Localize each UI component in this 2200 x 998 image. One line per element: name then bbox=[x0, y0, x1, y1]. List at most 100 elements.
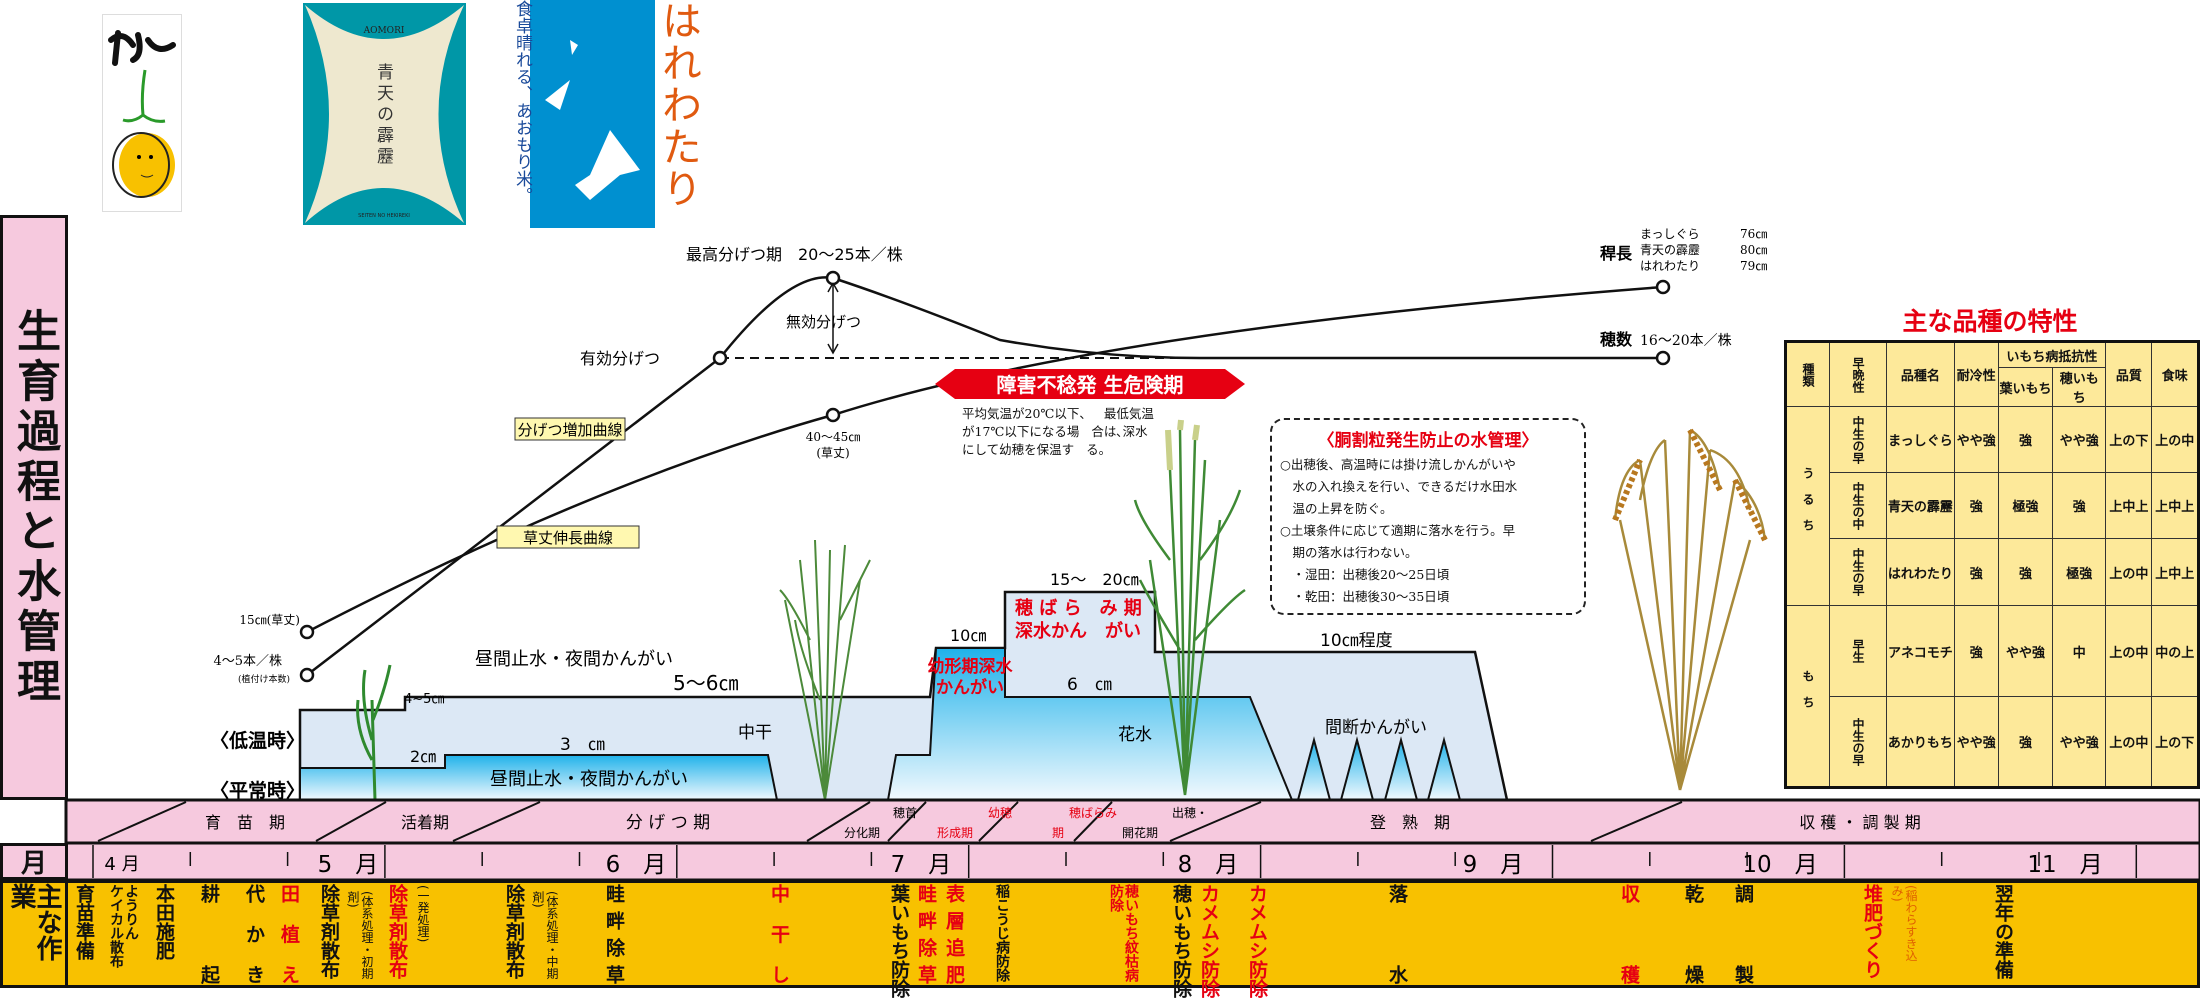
stage-neck-formation: 穂首 bbox=[893, 806, 917, 820]
start-plants-note: (植付け本数) bbox=[238, 673, 290, 685]
crack-box-line: ・乾田：出穂後30〜35日頃 bbox=[1280, 589, 1450, 604]
header-type: 種類 bbox=[1785, 341, 1830, 407]
cell: 上の中 bbox=[2105, 605, 2153, 697]
depth-label: 3 ㎝ bbox=[560, 735, 605, 755]
mid-height-label: 40〜45㎝ bbox=[806, 430, 861, 444]
task-note: (一発処理) bbox=[416, 885, 430, 943]
header-name: 品種名 bbox=[1886, 341, 1955, 407]
cell: 極強 bbox=[1997, 472, 2054, 539]
cell: 早生 bbox=[1829, 605, 1887, 697]
culm-length-point bbox=[1655, 279, 1671, 295]
depth-label: 10㎝ bbox=[950, 626, 986, 645]
low-temp-label: 〈低温時〉 bbox=[210, 729, 305, 752]
table-row: うるち 中生の早まっしぐらやや強強やや強上の下上の中 bbox=[1785, 406, 2199, 606]
note-line: 平均気温が20℃以下、 bbox=[962, 406, 1092, 421]
note-line: る。 bbox=[1086, 442, 1112, 457]
table-row: 中生の早はれわたり強強極強上の中上中上 bbox=[1786, 538, 2199, 606]
task-note: (体系処理・初期剤) bbox=[346, 891, 374, 980]
main-tasks-row: 育苗準備 ようりん ケイカル散布 本田施肥 耕起 代かき 田植え 除草剤散布 (… bbox=[65, 880, 2200, 998]
cell: 中の上 bbox=[2151, 605, 2199, 697]
stage-booting: 穂ばらみ bbox=[1069, 806, 1117, 820]
culm-variety-value: 76㎝ bbox=[1740, 227, 1767, 241]
stage-tillering: 分 げ つ 期 bbox=[626, 813, 710, 833]
normal-irrigation-label: 昼間止水・夜間かんがい bbox=[490, 769, 688, 790]
cell: 中生の中 bbox=[1829, 472, 1887, 539]
height-curve-label: 草丈伸長曲線 bbox=[523, 529, 613, 547]
stage-young-ear: 期 bbox=[1052, 826, 1064, 840]
crack-box-line: 温の上昇を防ぐ。 bbox=[1280, 501, 1393, 516]
cell: 中 bbox=[2052, 605, 2107, 697]
harewatari-tagline: 食卓晴れる、あおもり米。 bbox=[512, 0, 532, 204]
ripe-rice-plant-illustration bbox=[1612, 428, 1768, 791]
depth-label: 4~5㎝ bbox=[404, 692, 444, 707]
young-ear-deep-water-label: 幼形期深水 bbox=[928, 656, 1014, 677]
depth-label: 5〜6㎝ bbox=[673, 671, 738, 695]
cell: 上中上 bbox=[2105, 472, 2153, 539]
header-panicle-blast: 穂いもち bbox=[2052, 367, 2107, 407]
depth-label: 15〜 20㎝ bbox=[1050, 570, 1139, 589]
cell: 強 bbox=[2052, 472, 2107, 539]
cell: 強 bbox=[1953, 472, 1999, 539]
cell: やや強 bbox=[2052, 406, 2107, 473]
culm-variety-name: はれわたり bbox=[1640, 259, 1700, 273]
cell: 強 bbox=[1997, 696, 2054, 788]
low-temp-irrigation-label: 昼間止水・夜間かんがい bbox=[475, 649, 673, 670]
note-line: にして幼穂を保温す bbox=[962, 442, 1075, 457]
low-temp-warning-note: 平均気温が20℃以下、最低気温 が17℃以下になる場合は､深水 にして幼穂を保温… bbox=[962, 405, 1154, 459]
task-item: 本田施肥 bbox=[153, 884, 175, 960]
task-item: 収穫 bbox=[1618, 884, 1640, 984]
side-title-text: 生育過程と水管理 bbox=[9, 307, 60, 708]
danger-period-text: 障害不稔発 生危険期 bbox=[997, 373, 1184, 397]
booting-deep-water-label: 深水かん がい bbox=[1015, 620, 1141, 642]
ear-count-point bbox=[1655, 350, 1671, 366]
ear-count-label: 穂数 bbox=[1600, 330, 1633, 349]
seedling-illustration bbox=[356, 664, 392, 801]
cell: 強 bbox=[1953, 605, 1999, 697]
cell: 上中上 bbox=[2151, 538, 2199, 606]
start-height-point bbox=[299, 624, 315, 640]
cell: 極強 bbox=[2052, 538, 2107, 606]
header-leaf-blast: 葉いもち bbox=[1997, 367, 2054, 407]
group-uruchi: うるち bbox=[1785, 406, 1830, 606]
tasks-row-label: 主な作業 bbox=[0, 880, 68, 988]
cell: 強 bbox=[1997, 538, 2054, 606]
stage-neck-formation: 形成期 bbox=[937, 826, 973, 840]
task-item: 調製 bbox=[1732, 884, 1754, 984]
seiten-no-hekireki-logo: AOMORI SEITEN NO HEKIREKI 青天の霹靂 bbox=[303, 3, 466, 225]
cell: 中生の早 bbox=[1829, 406, 1887, 473]
variety-table: 種類 早晩性 品種名 耐冷性 いもち病抵抗性 品質 食味 葉いもち 穂いもち う… bbox=[1784, 340, 2200, 789]
max-tiller-label: 最高分げつ期 20〜25本／株 bbox=[686, 245, 903, 264]
header-blast: いもち病抵抗性 bbox=[1997, 341, 2107, 368]
task-item: 畦畔除草 bbox=[915, 884, 937, 984]
variety-table-title: 主な品種の特性 bbox=[1902, 307, 2078, 336]
task-item: 除草剤散布 bbox=[503, 884, 525, 979]
seiten-logo-name: 青天の霹靂 bbox=[373, 63, 393, 168]
cell: まっしぐら bbox=[1886, 406, 1955, 473]
stage-ripening: 登 熟 期 bbox=[1370, 813, 1450, 832]
cell: やや強 bbox=[1997, 605, 2054, 697]
midseason-drain-label: 中干 bbox=[738, 723, 772, 743]
crack-box-title: 〈胴割粒発生防止の水管理〉 bbox=[1317, 431, 1539, 451]
ear-count-value: 16〜20本／株 bbox=[1640, 333, 1732, 349]
booting-deep-water-label: 穂 ば ら み 期 bbox=[1015, 597, 1142, 619]
cell: はれわたり bbox=[1886, 538, 1955, 606]
cell: 上の下 bbox=[2151, 696, 2199, 788]
tillering-plant-illustration bbox=[779, 539, 871, 801]
task-item: 稲こうじ病防除 bbox=[994, 884, 1010, 982]
task-item: 田植え bbox=[278, 884, 300, 984]
stage-rooting: 活着期 bbox=[401, 813, 449, 832]
group-mochi: もち bbox=[1785, 605, 1830, 788]
effective-tiller-label: 有効分げつ bbox=[580, 349, 660, 368]
start-height-label: 15㎝(草丈) bbox=[239, 613, 300, 627]
cell: アネコモチ bbox=[1886, 605, 1955, 697]
harewatari-name: はれわたり bbox=[655, 0, 701, 210]
task-item: 穂いもち紋枯病防除 bbox=[1108, 884, 1139, 982]
deep-water-area bbox=[886, 647, 1294, 801]
harewatari-logo: 食卓晴れる、あおもり米。 はれわたり bbox=[512, 0, 702, 228]
task-item: 耕起 bbox=[198, 884, 220, 984]
crack-box-line: ・湿田：出穂後20〜25日頃 bbox=[1280, 567, 1450, 582]
task-item: 堆肥づくり bbox=[1861, 884, 1883, 979]
stage-harvest: 収 穫 ・ 調 製 期 bbox=[1799, 813, 1920, 832]
tiller-curve bbox=[306, 276, 1663, 676]
cell: 上の下 bbox=[2105, 406, 2153, 473]
